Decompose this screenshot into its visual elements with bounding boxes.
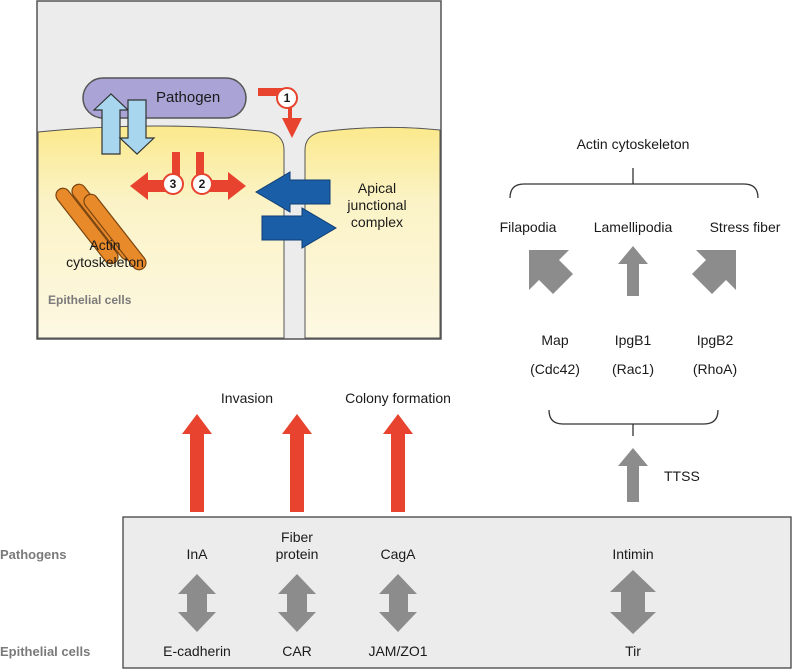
ligand-fiber-2: protein: [275, 546, 319, 562]
epithelial-cell-left: [37, 125, 285, 339]
double-arrow-fiber: [278, 574, 316, 632]
effector-ipgb1: IpgB1: [614, 332, 652, 348]
effector-ipgb2: IpgB2: [696, 332, 734, 348]
step2-badge: [191, 173, 213, 195]
receptor-ecadherin: E-cadherin: [163, 643, 231, 659]
epithelial-cell-right: [304, 126, 441, 339]
step3-badge: [162, 173, 184, 195]
ajc-label-3: complex: [350, 214, 404, 230]
pathogen-label: Pathogen: [156, 89, 221, 106]
red-arrow-colony: [383, 414, 413, 512]
effector-map: Map: [541, 332, 569, 348]
red-arrow-fiber: [282, 414, 312, 512]
gray-arrow-stressfiber: [692, 250, 736, 294]
output-stressfiber: Stress fiber: [709, 219, 781, 235]
ttss-arrow: [618, 448, 648, 502]
row-label-epithelial: Epithelial cells: [0, 644, 91, 659]
effector-brace: [548, 409, 719, 425]
ligand-caga: CagA: [380, 546, 416, 562]
interaction-box: [122, 516, 792, 669]
step1-number: 1: [283, 91, 291, 105]
double-arrow-ina: [178, 574, 216, 632]
step3-number: 3: [169, 177, 177, 191]
red-arrow-invasion: [182, 414, 212, 512]
ligand-ina: InA: [186, 546, 208, 562]
gtpase-cdc42: (Cdc42): [530, 361, 580, 377]
colony-formation-label: Colony formation: [345, 390, 451, 406]
double-arrow-caga: [379, 574, 417, 632]
actin-filaments: [55, 183, 147, 271]
gtpase-rhoa: (RhoA): [692, 361, 738, 377]
receptor-tir: Tir: [625, 643, 641, 659]
step2-number: 2: [198, 177, 206, 191]
blue-left-arrow: [255, 171, 331, 213]
row-label-pathogens: Pathogens: [0, 547, 67, 562]
gray-arrow-filapodia: [529, 250, 573, 294]
ligand-fiber-1: Fiber: [281, 529, 313, 545]
light-blue-down-arrow: [118, 99, 156, 155]
ajc-label-2: junctional: [347, 197, 407, 213]
ligand-intimin: Intimin: [612, 546, 654, 562]
receptor-car: CAR: [282, 643, 312, 659]
output-lamellipodia: Lamellipodia: [593, 219, 673, 235]
light-blue-up-arrow: [92, 93, 130, 155]
gtpase-rac1: (Rac1): [611, 361, 654, 377]
epithelial-cells-caption: Epithelial cells: [48, 293, 132, 307]
blue-right-arrow: [261, 207, 337, 249]
actin-label-2: cytoskeleton: [66, 254, 144, 270]
invasion-label: Invasion: [220, 390, 274, 406]
double-arrow-intimin: [610, 570, 656, 634]
receptor-jam-zo1: JAM/ZO1: [368, 643, 428, 659]
actin-label-1: Actin: [89, 237, 121, 253]
actin-tree-title: Actin cytoskeleton: [576, 136, 690, 152]
ttss-label: TTSS: [664, 468, 700, 484]
gray-arrow-lamellipodia: [618, 246, 648, 296]
output-filapodia: Filapodia: [499, 219, 557, 235]
step1-badge: [276, 87, 298, 109]
tree-brace: [509, 183, 759, 199]
ajc-label-1: Apical: [357, 180, 397, 196]
